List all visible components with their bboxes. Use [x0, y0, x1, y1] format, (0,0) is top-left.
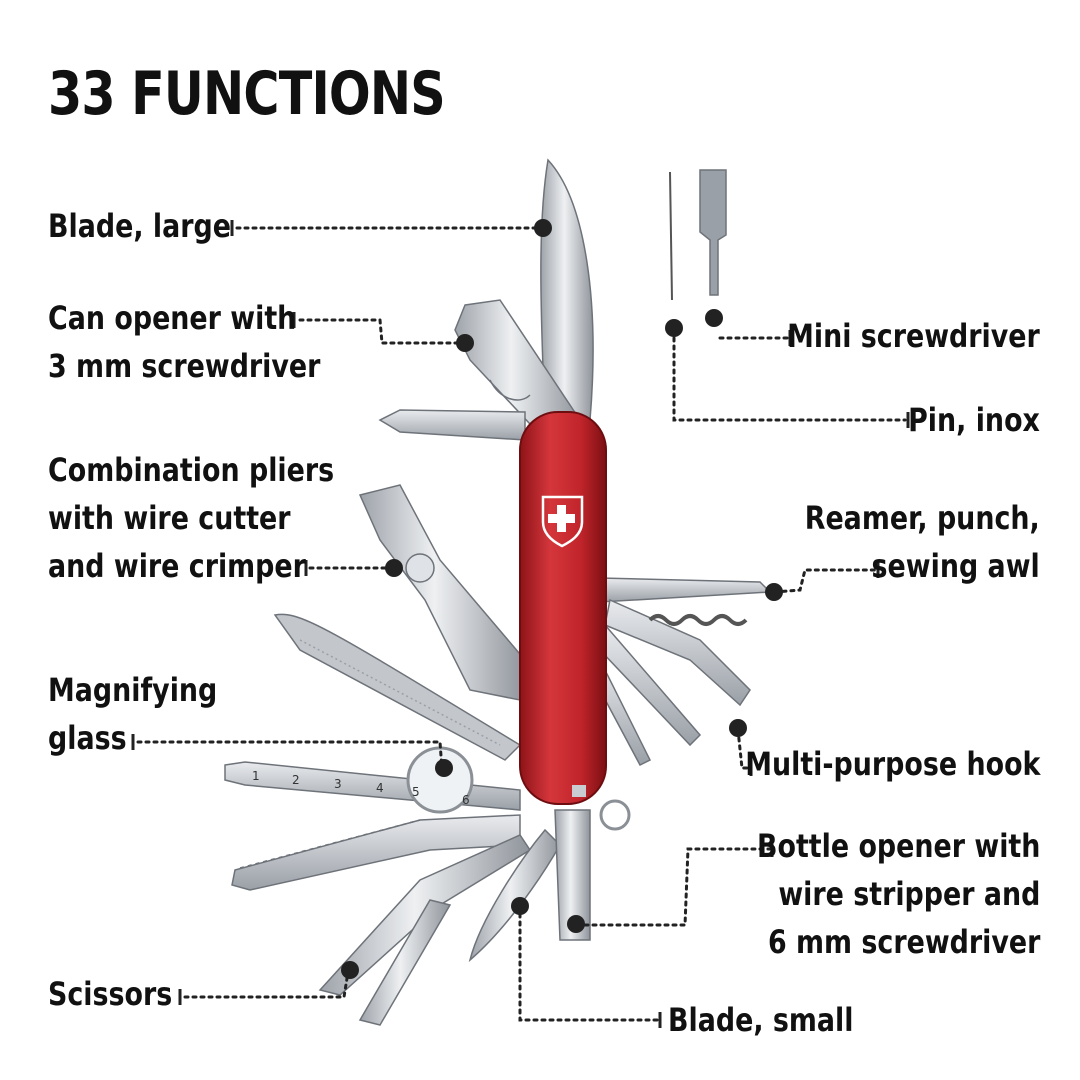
label-pliers: Combination pliers with wire cutter and …	[48, 446, 334, 590]
label-line: Reamer, punch,	[805, 499, 1040, 537]
label-line: Magnifying	[48, 671, 218, 709]
label-line: 6 mm screwdriver	[767, 923, 1040, 961]
label-blade-large: Blade, large	[48, 202, 231, 250]
leader-end-ticks	[131, 220, 910, 1028]
ruler-marks: 1 2 3 4 5 6	[252, 769, 470, 807]
label-line: Can opener with	[48, 299, 297, 337]
label-line: Blade, small	[668, 1001, 854, 1039]
label-mini-screwdriver: Mini screwdriver	[787, 312, 1040, 360]
label-line: Multi-purpose hook	[744, 745, 1040, 783]
label-line: Bottle opener with	[756, 827, 1040, 865]
label-line: and wire crimper	[48, 547, 306, 585]
swiss-cross-shield-icon	[541, 495, 584, 548]
label-line: with wire cutter	[48, 499, 291, 537]
red-handle	[519, 411, 607, 805]
label-hook: Multi-purpose hook	[745, 740, 1040, 788]
ruler-mark: 5	[412, 785, 420, 799]
leader-dots	[341, 219, 783, 979]
mini-screwdriver	[699, 169, 727, 296]
bottle-opener-tool	[554, 809, 591, 941]
label-line: Combination pliers	[48, 451, 335, 489]
label-magnifier: Magnifying glass	[48, 666, 217, 762]
ruler-mark: 3	[334, 777, 342, 791]
label-bottle-opener: Bottle opener with wire stripper and 6 m…	[757, 822, 1040, 966]
label-line: Scissors	[48, 975, 173, 1013]
ruler-mark: 4	[376, 781, 384, 795]
ruler-tool	[224, 761, 521, 811]
ruler-mark: 2	[292, 773, 300, 787]
label-line: 3 mm screwdriver	[48, 347, 321, 385]
label-scissors: Scissors	[48, 970, 172, 1018]
label-line: wire stripper and	[777, 875, 1040, 913]
ruler-mark: 6	[462, 793, 470, 807]
small-blade	[468, 828, 561, 963]
label-pin: Pin, inox	[908, 396, 1040, 444]
page-title: 33 FUNCTIONS	[48, 59, 446, 129]
tools	[224, 158, 772, 1026]
label-line: glass	[48, 719, 127, 757]
label-line: sewing awl	[871, 547, 1040, 585]
ruler-mark: 1	[252, 769, 260, 783]
label-blade-small: Blade, small	[668, 996, 853, 1044]
label-reamer: Reamer, punch, sewing awl	[805, 494, 1040, 590]
label-can-opener: Can opener with 3 mm screwdriver	[48, 294, 320, 390]
label-line: Blade, large	[48, 207, 231, 245]
phillips-screwdriver	[378, 409, 526, 441]
saw-tool	[231, 814, 521, 891]
reamer-tool	[599, 577, 772, 603]
pin	[669, 171, 673, 301]
label-line: Mini screwdriver	[787, 317, 1040, 355]
label-line: Pin, inox	[908, 401, 1040, 439]
